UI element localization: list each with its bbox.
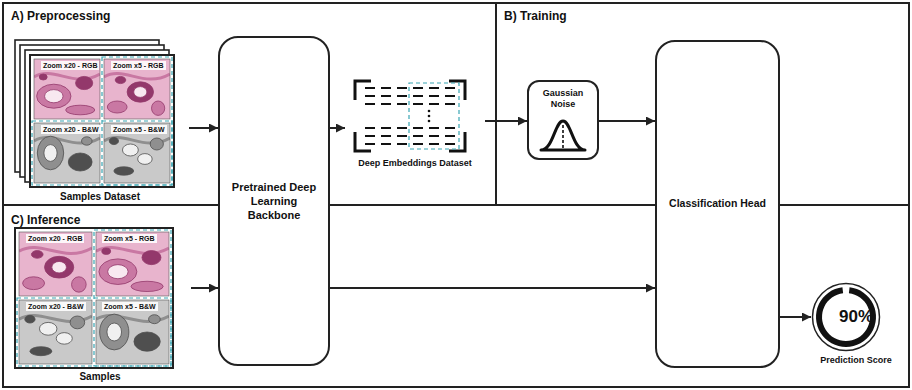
tissue-image <box>96 300 169 364</box>
flow-arrow <box>330 287 655 289</box>
flow-arrow <box>485 120 527 122</box>
tissue-image <box>104 59 170 119</box>
caption: Deep Embeddings Dataset <box>345 158 485 168</box>
tissue-image <box>34 59 100 119</box>
tissue-image <box>96 232 169 296</box>
model-box: Pretrained Deep Learning Backbone <box>218 36 330 366</box>
embedding-matrix: Deep Embeddings Dataset <box>345 78 485 174</box>
section-title: C) Inference <box>11 213 80 227</box>
caption: Prediction Score <box>811 355 901 366</box>
flow-arrow <box>599 120 655 122</box>
caption: Samples Dataset <box>11 191 189 202</box>
section-title: B) Training <box>504 9 567 23</box>
score-value: 90% <box>811 307 901 327</box>
score-gauge: 90% Prediction Score <box>811 282 901 382</box>
image-grid: Samples <box>9 226 191 386</box>
image-grid-figure <box>9 226 181 386</box>
bell-curve-icon <box>529 116 597 156</box>
flow-arrow <box>191 287 218 289</box>
embedding-figure <box>345 78 475 154</box>
box-label: Gaussian Noise <box>535 88 591 110</box>
flow-arrow <box>780 316 811 318</box>
tissue-image <box>104 123 170 183</box>
box-label: Pretrained Deep Learning Backbone <box>229 180 319 223</box>
caption: Samples <box>9 371 191 382</box>
tissue-image <box>19 300 92 364</box>
tissue-image <box>34 123 100 183</box>
box-label: Classification Head <box>666 197 769 211</box>
flow-arrow <box>189 127 218 129</box>
section-title: A) Preprocessing <box>11 9 110 23</box>
noise-box: Gaussian Noise <box>527 80 599 160</box>
image-stack-figure <box>11 40 179 204</box>
image-stack: Samples Dataset <box>11 40 189 204</box>
model-box: Classification Head <box>655 40 780 368</box>
tissue-image <box>19 232 92 296</box>
flow-arrow <box>330 127 345 129</box>
